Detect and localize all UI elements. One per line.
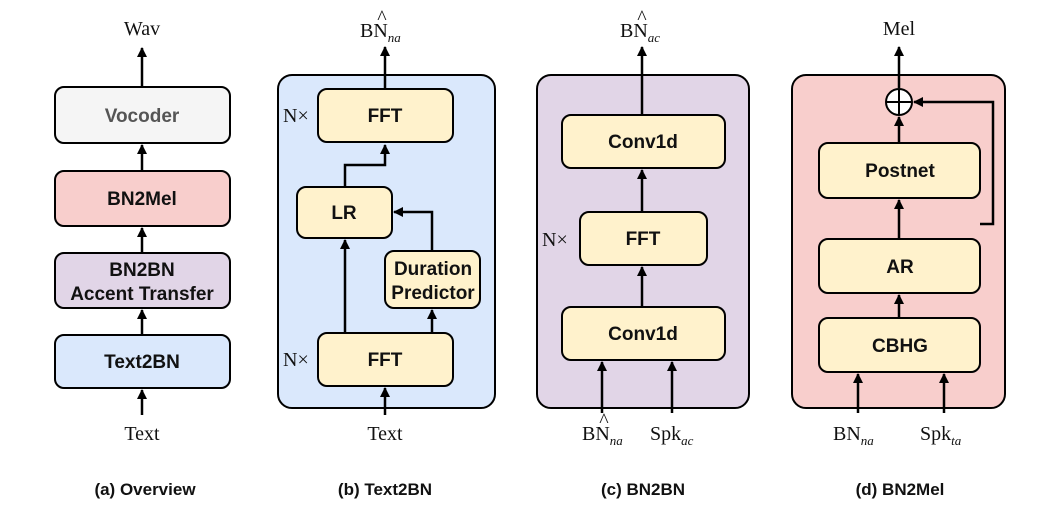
postnet-label: Postnet xyxy=(865,161,935,182)
fft-bottom-label: FFT xyxy=(368,350,403,371)
bn2mel-output-label: Mel xyxy=(883,18,916,40)
bn2bn-output-hat: ^ xyxy=(637,7,647,29)
lr-to-fft-arrow xyxy=(343,144,390,187)
duration-to-lr-arrow xyxy=(393,207,434,251)
fft-bottom-repeat: N× xyxy=(283,349,309,371)
lr-block xyxy=(296,186,393,239)
bn2bn-fft-repeat: N× xyxy=(542,229,568,251)
ar-label: AR xyxy=(886,257,914,278)
conv1d-bottom-block xyxy=(561,306,726,361)
fft-bottom-block xyxy=(317,332,454,387)
text2bn-caption: (b) Text2BN xyxy=(338,480,432,499)
cbhg-block xyxy=(818,317,981,373)
bn2bn-input1-hat: ^ xyxy=(599,410,609,432)
bn2mel-input1-label: BNna xyxy=(833,423,874,448)
overview-input-label: Text xyxy=(124,423,160,445)
bn2bn-caption: (c) BN2BN xyxy=(601,480,685,499)
bn2bn-fft-label: FFT xyxy=(626,229,661,250)
bn2bn-label-line2: Accent Transfer xyxy=(70,284,214,305)
residual-add-icon xyxy=(885,88,913,116)
text2bn-block xyxy=(54,334,231,389)
conv1d-top-block xyxy=(561,114,726,169)
bn2bn-panel: BNac ^ Conv1d N× FFT Conv1d BNna ^ Spkac… xyxy=(536,7,750,499)
text2bn-label: Text2BN xyxy=(104,352,180,373)
duration-predictor-label-line2: Predictor xyxy=(391,283,475,304)
duration-predictor-label-line1: Duration xyxy=(394,259,472,280)
bn2mel-caption: (d) BN2Mel xyxy=(856,480,945,499)
bn2bn-input1-label: BNna xyxy=(582,423,623,448)
postnet-block xyxy=(818,142,981,199)
text2bn-output-hat: ^ xyxy=(377,7,387,29)
duration-predictor-block xyxy=(384,250,481,309)
text2bn-output-label: BNna xyxy=(360,20,401,45)
overview-caption: (a) Overview xyxy=(94,480,196,499)
bn2mel-block xyxy=(54,170,231,227)
bn2bn-output-label: BNac xyxy=(620,20,660,45)
bn2mel-label: BN2Mel xyxy=(107,189,177,210)
fft-top-repeat: N× xyxy=(283,105,309,127)
bn2bn-label-line1: BN2BN xyxy=(109,260,174,281)
conv1d-top-label: Conv1d xyxy=(608,132,678,153)
vocoder-block xyxy=(54,86,231,144)
bn2mel-panel: Mel Postnet AR CBHG BNna Spkta (d) BN2Me… xyxy=(791,18,1006,499)
cbhg-label: CBHG xyxy=(872,336,928,357)
ar-block xyxy=(818,238,981,294)
vocoder-label: Vocoder xyxy=(105,106,180,127)
lr-label: LR xyxy=(331,203,357,224)
bn2mel-input2-label: Spkta xyxy=(920,423,962,448)
text2bn-panel: BNna ^ N× FFT LR Duration Predictor N× F… xyxy=(277,7,496,499)
overview-panel: Wav Vocoder BN2Mel BN2BN Accent Transfer… xyxy=(54,18,231,499)
fft-top-block xyxy=(317,88,454,143)
bn2bn-block xyxy=(54,252,231,309)
residual-skip-arrow xyxy=(913,97,995,226)
overview-output-label: Wav xyxy=(124,18,160,40)
bn2bn-fft-block xyxy=(579,211,708,266)
fft-top-label: FFT xyxy=(368,106,403,127)
text2bn-input-label: Text xyxy=(367,423,403,445)
conv1d-bottom-label: Conv1d xyxy=(608,324,678,345)
text2bn-panel-background xyxy=(277,74,496,409)
bn2bn-input2-label: Spkac xyxy=(650,423,694,448)
